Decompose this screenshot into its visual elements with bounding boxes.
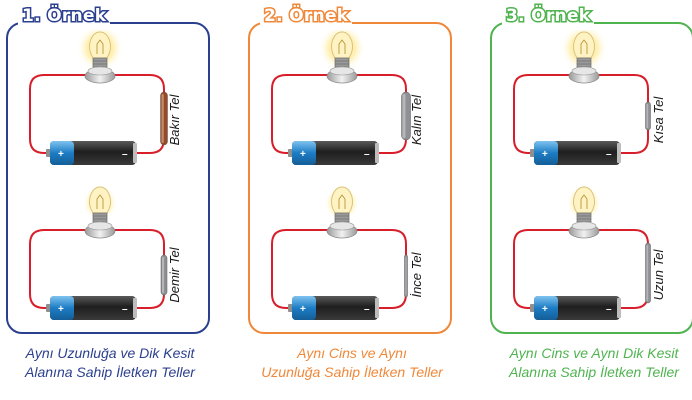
panel-example-2: 2. Örnek + – Kalın Tel + – İnce Tel Aynı Cin… bbox=[246, 0, 458, 400]
battery-cap bbox=[292, 296, 316, 320]
battery-minus-sign: – bbox=[606, 304, 612, 315]
panel-title: 1. Örnek bbox=[18, 5, 111, 28]
battery-positive-terminal bbox=[288, 304, 293, 312]
panel-example-1: 1. Örnek + – Bakır Tel + – Demir Tel Aynı Uz… bbox=[4, 0, 216, 400]
resistance-wire-highlight bbox=[161, 94, 164, 143]
bulb-filament bbox=[96, 39, 104, 54]
bulb-socket-top bbox=[571, 221, 597, 231]
resistance-wire-highlight bbox=[402, 94, 406, 138]
battery-cap bbox=[534, 296, 558, 320]
bulb-filament bbox=[580, 39, 588, 54]
bulb-filament bbox=[580, 194, 588, 209]
battery-plus-sign: + bbox=[58, 304, 64, 315]
light-bulb-icon bbox=[572, 186, 596, 214]
bulb-screw-base bbox=[334, 57, 350, 68]
battery-plus-sign: + bbox=[542, 149, 548, 160]
bulb-screw-base bbox=[92, 212, 108, 223]
circuit-thick-wire: + – Kalın Tel bbox=[271, 30, 424, 165]
bulb-filament bbox=[96, 194, 104, 209]
resistance-wire-highlight bbox=[646, 104, 649, 128]
resistance-wire bbox=[645, 242, 651, 304]
bulb-screw-base bbox=[576, 57, 592, 68]
panel-title: 3. Örnek bbox=[502, 5, 595, 28]
wire-label: Bakır Tel bbox=[167, 93, 182, 145]
battery-cap bbox=[50, 141, 74, 165]
battery-positive-terminal bbox=[46, 304, 51, 312]
battery-negative-end bbox=[617, 143, 621, 163]
wire-label: Kısa Tel bbox=[651, 96, 666, 144]
circuit-long-wire: + – Uzun Tel bbox=[513, 185, 666, 320]
bulb-screw-base bbox=[576, 212, 592, 223]
light-bulb-icon bbox=[572, 31, 596, 59]
wire-label: Kalın Tel bbox=[409, 94, 424, 145]
battery-minus-sign: – bbox=[122, 304, 128, 315]
battery-negative-end bbox=[375, 298, 379, 318]
circuit-thin-wire: + – İnce Tel bbox=[271, 185, 424, 320]
battery-negative-end bbox=[375, 143, 379, 163]
resistance-wire bbox=[404, 254, 408, 298]
battery-cap bbox=[292, 141, 316, 165]
battery-positive-terminal bbox=[530, 304, 535, 312]
caption-line-2: Alanına Sahip İletken Teller bbox=[509, 364, 679, 380]
battery-cap bbox=[534, 141, 558, 165]
panel-example-3: 3. Örnek + – Kısa Tel + – Uzun Tel Aynı Cins… bbox=[488, 0, 692, 400]
battery-cap bbox=[50, 296, 74, 320]
resistance-wire bbox=[160, 91, 168, 146]
resistance-wire bbox=[160, 254, 168, 296]
resistance-wire-highlight bbox=[405, 257, 407, 295]
bulb-filament bbox=[338, 39, 346, 54]
bulb-socket-top bbox=[329, 66, 355, 76]
panel-caption: Aynı Cins ve Aynı Uzunluğa Sahip İletken… bbox=[242, 344, 462, 382]
bulb-socket-top bbox=[87, 66, 113, 76]
light-bulb-icon bbox=[88, 31, 112, 59]
battery-negative-end bbox=[133, 298, 137, 318]
panel-caption: Aynı Uzunluğa ve Dik Kesit Alanına Sahip… bbox=[0, 344, 220, 382]
bulb-socket-top bbox=[571, 66, 597, 76]
light-bulb-icon bbox=[330, 186, 354, 214]
battery-plus-sign: + bbox=[58, 149, 64, 160]
caption-line-1: Aynı Cins ve Aynı Dik Kesit bbox=[509, 345, 679, 361]
resistance-wire-highlight bbox=[162, 257, 164, 293]
battery-negative-end bbox=[617, 298, 621, 318]
caption-line-1: Aynı Uzunluğa ve Dik Kesit bbox=[25, 345, 195, 361]
battery-plus-sign: + bbox=[300, 149, 306, 160]
caption-line-2: Alanına Sahip İletken Teller bbox=[25, 364, 195, 380]
bulb-screw-base bbox=[92, 57, 108, 68]
resistance-wire bbox=[645, 101, 651, 131]
battery-minus-sign: – bbox=[122, 149, 128, 160]
caption-line-1: Aynı Cins ve Aynı bbox=[297, 345, 407, 361]
battery-positive-terminal bbox=[288, 149, 293, 157]
battery-positive-terminal bbox=[46, 149, 51, 157]
bulb-screw-base bbox=[334, 212, 350, 223]
resistance-wire bbox=[401, 91, 411, 141]
circuit-copper-wire: + – Bakır Tel bbox=[29, 30, 182, 165]
light-bulb-icon bbox=[330, 31, 354, 59]
circuit-short-wire: + – Kısa Tel bbox=[513, 30, 666, 165]
battery-minus-sign: – bbox=[606, 149, 612, 160]
wire-label: Uzun Tel bbox=[651, 248, 666, 300]
wire-label: İnce Tel bbox=[409, 251, 424, 297]
bulb-filament bbox=[338, 194, 346, 209]
circuit-iron-wire: + – Demir Tel bbox=[29, 185, 182, 320]
battery-minus-sign: – bbox=[364, 304, 370, 315]
battery-plus-sign: + bbox=[300, 304, 306, 315]
wire-label: Demir Tel bbox=[167, 246, 182, 302]
bulb-socket-top bbox=[87, 221, 113, 231]
battery-positive-terminal bbox=[530, 149, 535, 157]
caption-line-2: Uzunluğa Sahip İletken Teller bbox=[261, 364, 443, 380]
battery-minus-sign: – bbox=[364, 149, 370, 160]
bulb-socket-top bbox=[329, 221, 355, 231]
panel-caption: Aynı Cins ve Aynı Dik Kesit Alanına Sahi… bbox=[484, 344, 692, 382]
battery-negative-end bbox=[133, 143, 137, 163]
battery-plus-sign: + bbox=[542, 304, 548, 315]
panel-title: 2. Örnek bbox=[260, 5, 353, 28]
light-bulb-icon bbox=[88, 186, 112, 214]
resistance-wire-highlight bbox=[646, 245, 649, 301]
